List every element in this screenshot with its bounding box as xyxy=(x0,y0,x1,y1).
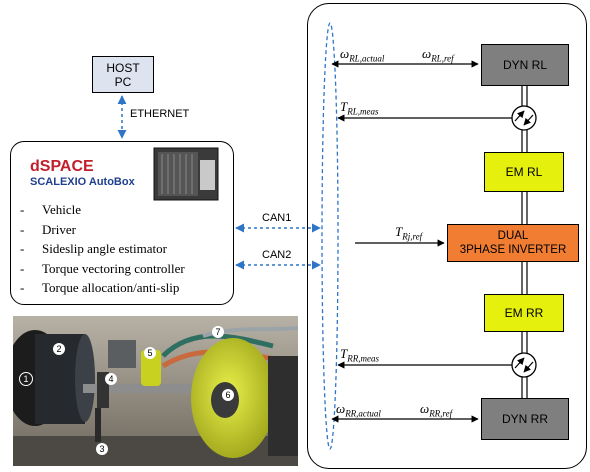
dyn-rr-block: DYN RR xyxy=(481,398,569,440)
omega-rr-ref-label: ωRR,ref xyxy=(420,401,453,419)
dspace-brand: dSPACE xyxy=(30,158,94,175)
photo-marker-7: 7 xyxy=(212,326,224,338)
can2-label: CAN2 xyxy=(262,249,292,261)
function-item: -Sideslip angle estimator xyxy=(20,241,167,256)
omega-rl-ref-label: ωRL,ref xyxy=(422,46,454,64)
photo-marker-2: 2 xyxy=(53,343,65,355)
photo-marker-3: 3 xyxy=(96,443,108,455)
em-rr-block: EM RR xyxy=(484,294,564,332)
dyn-rr-label: DYN RR xyxy=(501,412,548,426)
can1-label: CAN1 xyxy=(262,212,292,224)
photo-marker-4: 4 xyxy=(105,373,117,385)
dyn-rl-label: DYN RL xyxy=(502,58,547,72)
autobox-function-list: -Vehicle -Driver -Sideslip angle estimat… xyxy=(20,200,185,298)
t-rl-meas-label: TRL,meas xyxy=(340,99,379,117)
photo-marker-6: 6 xyxy=(222,389,234,401)
photo-marker-1: 1 xyxy=(19,372,33,386)
inverter-label-line1: DUAL xyxy=(497,230,529,242)
torque-sensor-rr-icon xyxy=(511,352,537,378)
function-item: -Torque vectoring controller xyxy=(20,260,185,276)
inverter-label-line2: 3PHASE INVERTER xyxy=(459,244,567,256)
em-rr-label: EM RR xyxy=(504,306,544,320)
function-item: -Driver xyxy=(20,221,76,237)
t-rr-meas-label: TRR,meas xyxy=(340,346,379,364)
autobox-hardware-icon xyxy=(153,147,219,201)
test-rig-photo: 1 2 3 4 5 6 7 xyxy=(13,316,298,466)
torque-sensor-rl-icon xyxy=(511,105,537,131)
omega-rr-actual-label: ωRR,actual xyxy=(336,401,381,419)
photo-marker-5: 5 xyxy=(144,347,156,359)
function-item: -Vehicle xyxy=(20,202,81,217)
function-item: -Torque allocation/anti-slip xyxy=(20,280,180,295)
omega-rl-actual-label: ωRL,actual xyxy=(340,46,385,64)
em-rl-block: EM RL xyxy=(484,152,564,192)
inverter-block: DUAL 3PHASE INVERTER xyxy=(447,224,579,262)
can-bus-ellipse xyxy=(321,22,339,450)
ethernet-label: ETHERNET xyxy=(130,108,190,120)
host-label-line2: PC xyxy=(114,74,132,89)
host-label-line1: HOST xyxy=(106,60,140,75)
test-rig-illustration xyxy=(13,316,298,466)
em-rl-label: EM RL xyxy=(505,165,543,179)
dyn-rl-block: DYN RL xyxy=(481,44,569,86)
dspace-product: SCALEXIO AutoBox xyxy=(30,176,135,188)
host-pc-block: HOST PC xyxy=(92,56,154,93)
t-rj-ref-label: TRj,ref xyxy=(395,224,423,242)
